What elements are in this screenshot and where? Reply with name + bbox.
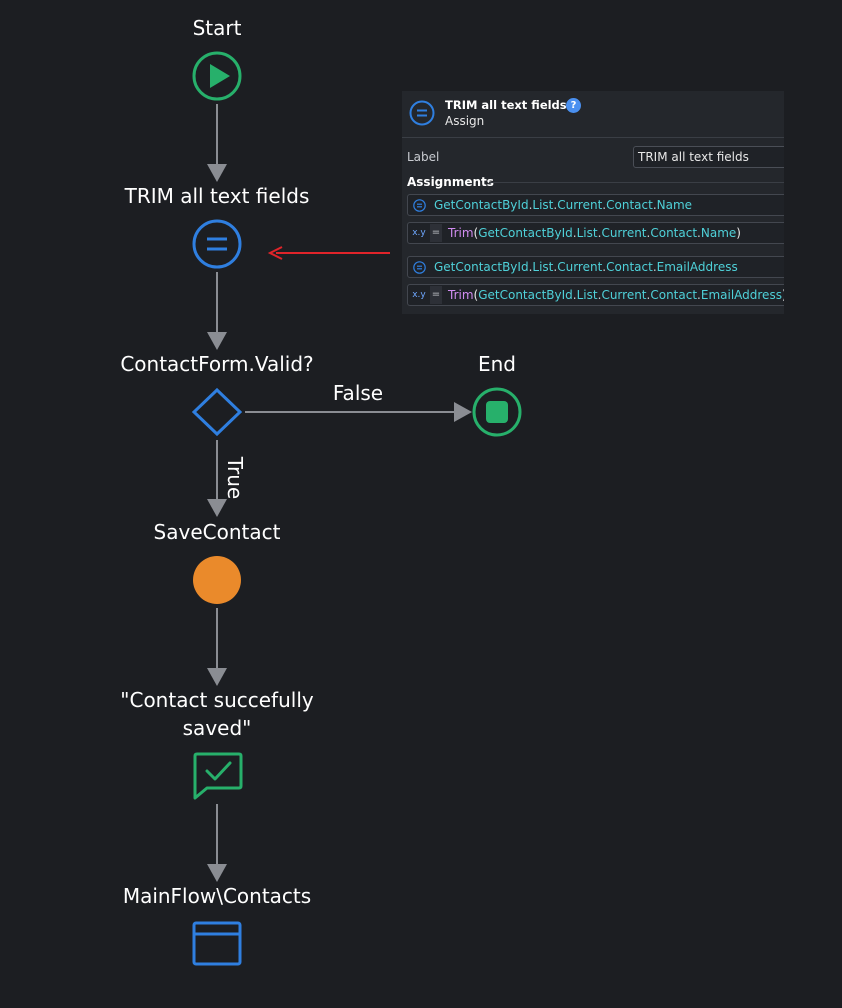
connector-start-assign[interactable] — [207, 104, 227, 182]
panel-header: TRIM all text fields ? Assign — [402, 91, 784, 138]
assignment-1-variable-text: GetContactById.List.Current.Contact.Name — [434, 198, 693, 212]
start-node[interactable] — [192, 51, 242, 101]
stop-icon — [486, 401, 508, 423]
equals-sign: = — [430, 224, 442, 242]
label-caption: Label — [407, 150, 440, 164]
destination-node[interactable] — [192, 921, 242, 966]
assign-node[interactable] — [192, 219, 242, 269]
connector-save-message[interactable] — [207, 608, 227, 686]
message-check-icon — [193, 752, 243, 800]
variable-equals-icon — [413, 199, 426, 212]
message-node[interactable] — [193, 752, 243, 800]
expression-editor-icon[interactable]: x.y — [412, 228, 426, 238]
assignments-divider — [489, 182, 784, 183]
pointer-arrow — [267, 246, 390, 260]
screen-icon — [192, 921, 242, 966]
message-label-line2: saved" — [182, 716, 252, 740]
help-icon[interactable]: ? — [566, 98, 581, 113]
save-contact-node[interactable] — [193, 556, 241, 604]
if-label: ContactForm.Valid? — [120, 352, 314, 376]
assign-label: TRIM all text fields — [124, 184, 310, 208]
equals-icon — [207, 237, 227, 251]
label-input[interactable]: TRIM all text fields — [633, 146, 784, 168]
if-node[interactable] — [191, 387, 243, 437]
assignment-2-value[interactable]: x.y = Trim(GetContactById.List.Current.C… — [407, 284, 784, 306]
assignment-1-variable[interactable]: GetContactById.List.Current.Contact.Name — [407, 194, 784, 216]
assignment-1-value[interactable]: x.y = Trim(GetContactById.List.Current.C… — [407, 222, 784, 244]
panel-type: Assign — [445, 114, 485, 128]
connector-if-save-true[interactable] — [207, 440, 227, 517]
equals-icon — [409, 100, 435, 126]
connector-assign-if[interactable] — [207, 272, 227, 350]
end-node[interactable] — [472, 387, 522, 437]
false-branch-label: False — [332, 381, 384, 405]
destination-label: MainFlow\Contacts — [122, 884, 312, 908]
message-label-line1: "Contact succefully — [120, 688, 314, 712]
assignment-2-value-text: Trim(GetContactById.List.Current.Contact… — [448, 288, 784, 302]
variable-equals-icon — [413, 261, 426, 274]
properties-panel: TRIM all text fields ? Assign Label TRIM… — [402, 91, 784, 314]
end-label: End — [477, 352, 516, 376]
diamond-icon — [191, 387, 243, 437]
connector-message-destination[interactable] — [207, 804, 227, 882]
orange-circle-icon — [193, 556, 241, 604]
equals-sign: = — [430, 286, 442, 304]
true-branch-label: True — [223, 456, 247, 500]
expression-editor-icon[interactable]: x.y — [412, 290, 426, 300]
assignment-2-variable[interactable]: GetContactById.List.Current.Contact.Emai… — [407, 256, 784, 278]
assignments-caption: Assignments — [407, 175, 494, 189]
assignment-1-value-text: Trim(GetContactById.List.Current.Contact… — [448, 226, 741, 240]
panel-title: TRIM all text fields — [445, 98, 567, 112]
save-contact-label: SaveContact — [153, 520, 281, 544]
start-label: Start — [192, 16, 242, 40]
play-icon — [210, 64, 230, 88]
assignment-2-variable-text: GetContactById.List.Current.Contact.Emai… — [434, 260, 738, 274]
connector-if-end-false[interactable] — [245, 402, 472, 422]
